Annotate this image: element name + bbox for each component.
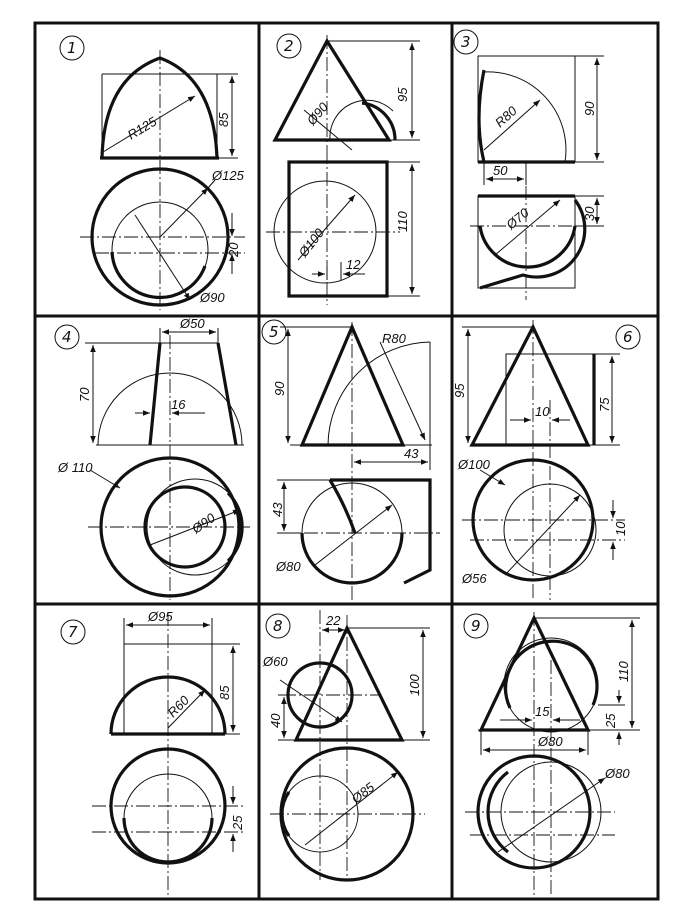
front-view	[272, 35, 420, 151]
dim-label: Ø80	[537, 734, 563, 749]
panel-number: 8	[273, 617, 283, 635]
panel-number: 4	[62, 328, 72, 346]
dim-label: 30	[582, 206, 597, 221]
plan-view	[266, 150, 420, 305]
dim-label: Ø95	[147, 609, 173, 624]
plan-view	[88, 456, 250, 598]
dim-label: Ø85	[348, 779, 378, 807]
dim-label: 90	[582, 101, 597, 116]
panel-4: 4 Ø50 70 16 Ø 110 Ø9	[54, 316, 250, 600]
panel-number: 7	[68, 623, 78, 641]
panel-number: 9	[471, 617, 481, 635]
dim-label: 95	[395, 87, 410, 102]
dim-label: 110	[616, 661, 631, 682]
dim-label: Ø125	[211, 168, 245, 183]
dim-label: 90	[272, 381, 287, 396]
dim-label: R80	[492, 103, 520, 131]
panel-number-circle	[54, 324, 80, 350]
dim-label: Ø80	[604, 766, 630, 781]
dim-label: 20	[226, 242, 241, 258]
panel-3: 3 R80 90 50 Ø70	[453, 29, 604, 300]
dim-label: 10	[613, 521, 628, 536]
drawing-sheet	[33, 21, 660, 901]
dim-label: 15	[535, 704, 550, 719]
dim-label: Ø90	[188, 510, 218, 537]
panel-number-circle	[453, 29, 479, 55]
front-view	[278, 610, 430, 880]
panel-number-circle	[265, 613, 291, 639]
dim-label: R60	[165, 692, 193, 720]
plan-view	[270, 746, 425, 882]
dim-label: 75	[597, 397, 612, 412]
dim-label: Ø100	[295, 225, 327, 261]
dim-label: 85	[217, 685, 232, 700]
dim-label: 40	[268, 713, 283, 728]
panel-9: 9 110 15 25 Ø80	[463, 612, 640, 895]
dim-label: R125	[125, 113, 160, 142]
dim-label: 12	[346, 257, 361, 272]
dim-label: 70	[77, 387, 92, 402]
panel-number: 5	[269, 323, 279, 341]
dim-label: 100	[407, 674, 422, 696]
plan-view	[470, 186, 604, 300]
front-view	[462, 320, 620, 600]
panel-number-circle	[60, 619, 86, 645]
plan-view	[92, 747, 245, 865]
front-view	[280, 322, 432, 600]
panel-number-circle	[59, 35, 85, 61]
outer-frame	[33, 21, 660, 901]
plan-view	[465, 754, 615, 870]
panel-number-circle	[615, 324, 641, 350]
panel-number: 2	[284, 37, 294, 55]
panel-5: 5 R80 90 43 43 Ø80	[261, 319, 440, 600]
panel-1: 1 R125 85 Ø125 20	[59, 35, 245, 310]
panel-2: 2 95 Ø90 110 Ø100 12	[266, 33, 420, 305]
plan-view	[80, 160, 245, 310]
plan-view	[277, 478, 440, 585]
dim-label: 25	[603, 713, 618, 729]
panel-6: 6 95 75 10 Ø100	[452, 320, 641, 600]
panel-7: 7 Ø95 R60 85 25	[60, 609, 245, 895]
front-view	[100, 50, 238, 165]
plan-view	[462, 458, 625, 582]
dim-label: Ø60	[262, 654, 288, 669]
dim-label: Ø70	[503, 205, 533, 233]
front-view	[477, 55, 604, 185]
dim-label: 95	[452, 383, 467, 398]
dim-label: Ø80	[275, 559, 301, 574]
front-view	[85, 328, 244, 600]
dim-label: Ø56	[461, 571, 487, 586]
dim-label: 85	[216, 112, 231, 127]
dim-label: Ø90	[199, 290, 225, 305]
front-view	[478, 612, 640, 895]
panel-number: 6	[623, 328, 633, 346]
panel-8: 8 22 Ø60 100 40 Ø85	[262, 610, 430, 882]
dim-label: 43	[270, 502, 285, 517]
dim-label: 16	[171, 397, 186, 412]
dim-label: Ø50	[179, 316, 205, 331]
panel-number: 1	[67, 39, 77, 57]
dim-label: 25	[230, 815, 245, 831]
panel-number-circle	[276, 33, 302, 59]
dim-label: Ø 110	[57, 460, 93, 475]
dim-label: 50	[493, 163, 508, 178]
dim-label: 22	[325, 613, 341, 628]
panel-number: 3	[461, 33, 471, 51]
dim-label: 43	[404, 446, 419, 461]
dim-label: 110	[395, 211, 410, 232]
dim-label: 10	[535, 404, 550, 419]
dim-label: R80	[382, 331, 407, 346]
front-view	[109, 612, 240, 895]
panel-number-circle	[463, 613, 489, 639]
dim-label: Ø100	[457, 457, 491, 472]
